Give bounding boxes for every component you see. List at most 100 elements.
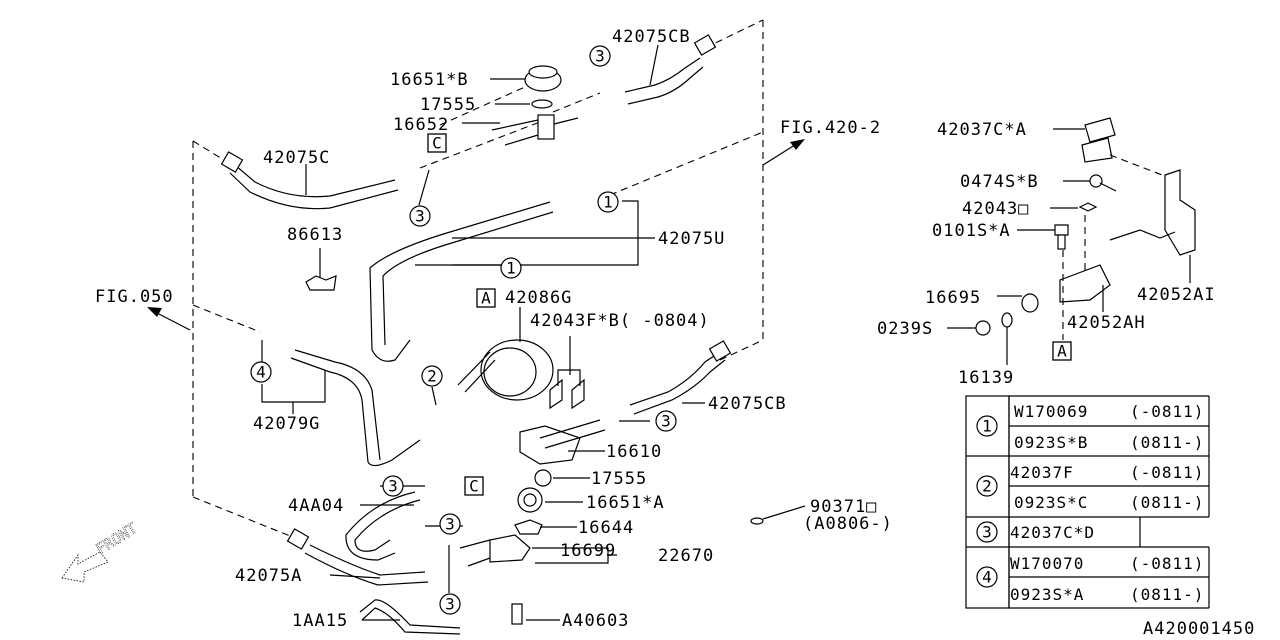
- legend-part[interactable]: 42037C*D: [1010, 523, 1095, 542]
- hose-42075A[interactable]: [286, 528, 429, 586]
- svg-text:2: 2: [427, 367, 437, 386]
- svg-text:4: 4: [982, 568, 992, 587]
- callout-1-upper[interactable]: 1: [597, 191, 619, 213]
- label-1AA15[interactable]: 1AA15: [292, 611, 348, 631]
- label-42075A[interactable]: 42075A: [235, 566, 302, 586]
- gasket-17555-bot[interactable]: [534, 469, 552, 487]
- label-42052AH[interactable]: 42052AH: [1067, 313, 1146, 333]
- label-0239S[interactable]: 0239S: [877, 319, 933, 339]
- fig-050-arrow[interactable]: [147, 307, 191, 331]
- label-22670[interactable]: 22670: [658, 546, 714, 566]
- callout-3-left[interactable]: 3: [409, 205, 431, 227]
- legend-part[interactable]: 42037F: [1010, 463, 1074, 482]
- label-16644[interactable]: 16644: [578, 518, 634, 538]
- label-42043[interactable]: 42043□: [962, 199, 1029, 219]
- label-16652[interactable]: 16652: [393, 115, 449, 135]
- label-17555-bot[interactable]: 17555: [591, 469, 647, 489]
- label-0101SA[interactable]: 0101S*A: [932, 221, 1011, 241]
- label-42079G[interactable]: 42079G: [253, 414, 320, 434]
- legend-range: (-0811): [1130, 402, 1204, 421]
- label-17555-top[interactable]: 17555: [420, 95, 476, 115]
- grommet-16695[interactable]: [1021, 293, 1039, 313]
- legend-range: (0811-): [1130, 433, 1204, 452]
- gasket-17555-top[interactable]: [531, 99, 553, 109]
- front-arrow-icon: [61, 551, 109, 583]
- legend-range: (-0811): [1130, 463, 1204, 482]
- valve-16652[interactable]: [491, 114, 579, 146]
- label-42052AI[interactable]: 42052AI: [1137, 285, 1216, 305]
- callout-1-lower[interactable]: 1: [500, 257, 522, 279]
- label-0474SB[interactable]: 0474S*B: [960, 172, 1039, 192]
- bracket-42052AI[interactable]: [1164, 169, 1196, 256]
- hose-42075CB-top[interactable]: [624, 34, 717, 105]
- cap-16651A[interactable]: [517, 487, 543, 513]
- bracket-22670[interactable]: [459, 519, 543, 567]
- label-A40603[interactable]: A40603: [562, 611, 629, 631]
- legend-part[interactable]: W170069: [1014, 402, 1088, 421]
- label-16651A[interactable]: 16651*A: [586, 493, 665, 513]
- cap-16651B[interactable]: [524, 65, 562, 92]
- pad-42043[interactable]: [1078, 202, 1098, 212]
- legend-part[interactable]: W170070: [1010, 554, 1084, 573]
- callout-4[interactable]: 4: [250, 361, 272, 383]
- legend-key-2: 2: [976, 475, 998, 497]
- label-90371[interactable]: 90371□: [810, 497, 877, 517]
- clip-86613[interactable]: [305, 275, 337, 291]
- callout-3-top[interactable]: 3: [589, 45, 611, 67]
- label-42075CB-mid[interactable]: 42075CB: [708, 394, 787, 414]
- label-4AA04[interactable]: 4AA04: [288, 496, 344, 516]
- ref-box-c-top[interactable]: C: [427, 133, 447, 153]
- label-42075U[interactable]: 42075U: [658, 229, 725, 249]
- bolt-0101SA[interactable]: [1054, 224, 1069, 250]
- sensor-A40603[interactable]: [511, 603, 523, 625]
- label-fig-420-2[interactable]: FIG.420-2: [780, 118, 881, 138]
- fig-420-2-arrow[interactable]: [762, 139, 805, 166]
- ref-box-a-left[interactable]: A: [476, 288, 496, 308]
- svg-text:A: A: [481, 289, 491, 308]
- svg-text:1: 1: [982, 417, 992, 436]
- figure-id: A420001450: [1143, 619, 1255, 639]
- legend-range: (-0811): [1130, 554, 1204, 573]
- hose-4AA04[interactable]: [345, 491, 421, 561]
- label-42075CB-top[interactable]: 42075CB: [612, 27, 691, 47]
- ref-box-a-right[interactable]: A: [1052, 341, 1072, 361]
- washer-16139[interactable]: [1001, 312, 1013, 328]
- legend-part[interactable]: 0923S*C: [1014, 493, 1088, 512]
- legend-part[interactable]: 0923S*A: [1010, 585, 1084, 604]
- hose-42075CB-mid[interactable]: [629, 340, 732, 415]
- bolt-0474SB[interactable]: [1089, 174, 1117, 192]
- label-86613[interactable]: 86613: [287, 225, 343, 245]
- label-16651B[interactable]: 16651*B: [390, 70, 469, 90]
- label-42075C[interactable]: 42075C: [263, 148, 330, 168]
- pad-42043FB[interactable]: [549, 369, 585, 410]
- hose-1AA15[interactable]: [359, 599, 461, 635]
- callout-3-4aa04[interactable]: 3: [439, 513, 461, 535]
- callout-2[interactable]: 2: [421, 365, 443, 387]
- legend-key-3: 3: [976, 521, 998, 543]
- callout-3-mid[interactable]: 3: [655, 410, 677, 432]
- hose-42075C[interactable]: [220, 151, 399, 210]
- clip-42037CA[interactable]: [1081, 117, 1171, 179]
- callout-3-c[interactable]: 3: [382, 475, 404, 497]
- label-fig-050[interactable]: FIG.050: [95, 287, 174, 307]
- callout-3-bottom[interactable]: 3: [439, 593, 461, 615]
- grommet-90371[interactable]: [750, 505, 806, 525]
- nut-0239S[interactable]: [975, 320, 991, 336]
- ref-box-c-bottom[interactable]: C: [464, 476, 484, 496]
- adapter-16610[interactable]: [519, 419, 606, 465]
- label-90371-note: (A0806-): [803, 514, 893, 534]
- legend-part[interactable]: 0923S*B: [1014, 433, 1088, 452]
- hose-42079G[interactable]: [290, 349, 421, 467]
- label-16695[interactable]: 16695: [925, 288, 981, 308]
- label-42037CA[interactable]: 42037C*A: [937, 120, 1027, 140]
- label-42086G[interactable]: 42086G: [505, 288, 572, 308]
- resonator-42086G[interactable]: [457, 339, 554, 401]
- label-16139[interactable]: 16139: [958, 368, 1014, 388]
- label-16610[interactable]: 16610: [606, 442, 662, 462]
- label-42043FB[interactable]: 42043F*B( -0804): [530, 311, 710, 331]
- label-16699[interactable]: 16699: [560, 541, 616, 561]
- bracket-42052AH[interactable]: [1059, 229, 1176, 303]
- hose-42075U[interactable]: [369, 201, 554, 362]
- svg-text:3: 3: [982, 523, 992, 542]
